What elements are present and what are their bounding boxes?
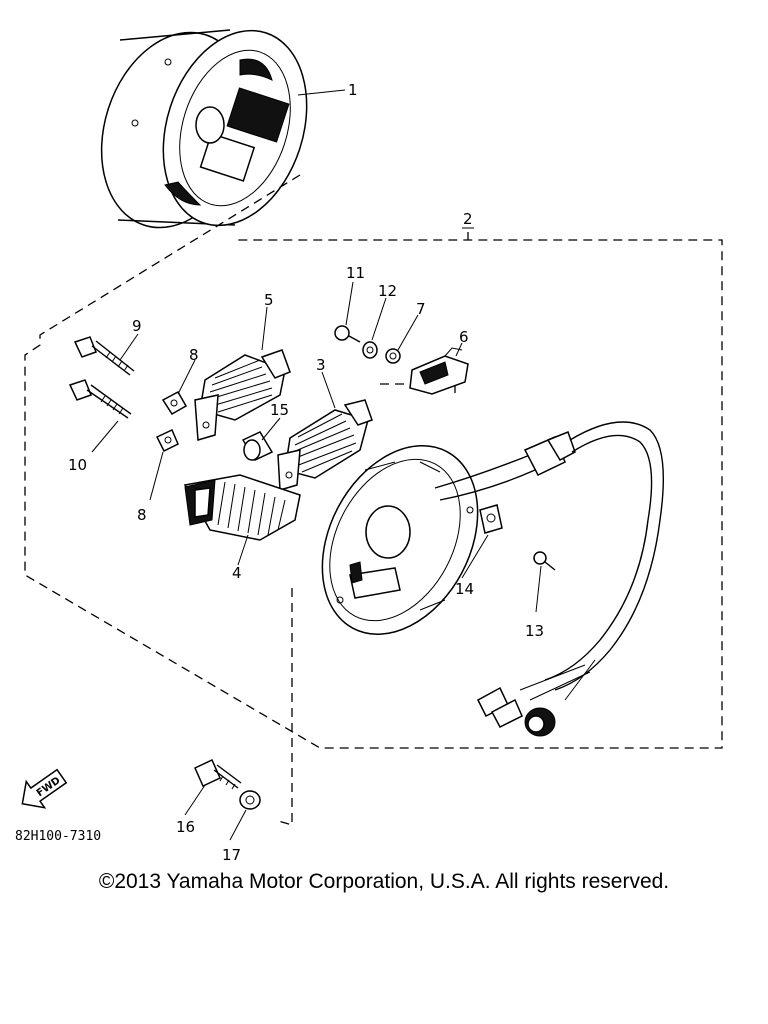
spacer-15 xyxy=(241,431,274,461)
callout-12: 12 xyxy=(378,282,397,300)
clip-8-lower xyxy=(155,428,179,453)
callout-4: 4 xyxy=(232,564,242,582)
leader-lines xyxy=(91,89,542,841)
callout-17: 17 xyxy=(222,846,241,864)
callout-9: 9 xyxy=(132,317,142,335)
screw-11 xyxy=(334,325,361,343)
clip-8-upper xyxy=(161,390,188,416)
screw-7 xyxy=(385,348,401,364)
copyright-notice: ©2013 Yamaha Motor Corporation, U.S.A. A… xyxy=(98,870,670,893)
callout-numbers: 1 2 3 4 5 6 7 8 8 9 10 11 12 13 14 15 16… xyxy=(68,81,544,864)
bolt-10 xyxy=(68,379,132,419)
callout-3: 3 xyxy=(316,356,326,374)
bolt-9 xyxy=(73,336,135,376)
callout-16: 16 xyxy=(176,818,195,836)
coil-5 xyxy=(194,349,291,441)
pulser-6 xyxy=(409,347,469,395)
bolt-16 xyxy=(194,758,242,790)
coil-4 xyxy=(183,474,301,541)
callout-11: 11 xyxy=(346,264,365,282)
washer-12 xyxy=(362,341,378,359)
callout-14: 14 xyxy=(455,580,474,598)
clamp-14 xyxy=(479,504,503,534)
callout-7: 7 xyxy=(416,300,426,318)
callout-8b: 8 xyxy=(137,506,147,524)
callout-10: 10 xyxy=(68,456,87,474)
wire-harness xyxy=(434,421,664,737)
callout-13: 13 xyxy=(525,622,544,640)
callout-5: 5 xyxy=(264,291,274,309)
screw-13 xyxy=(533,551,556,571)
flywheel-part xyxy=(100,29,308,229)
callout-2: 2 xyxy=(463,210,473,228)
stator-plate xyxy=(321,445,479,635)
callout-1: 1 xyxy=(348,81,358,99)
fwd-arrow-icon: FWD xyxy=(21,768,68,809)
diagram-part-number: 82H100-7310 xyxy=(15,829,101,844)
callout-8a: 8 xyxy=(189,346,199,364)
washer-17 xyxy=(239,790,261,810)
callout-6: 6 xyxy=(459,328,469,346)
callout-15: 15 xyxy=(270,401,289,419)
coil-3 xyxy=(277,399,373,491)
